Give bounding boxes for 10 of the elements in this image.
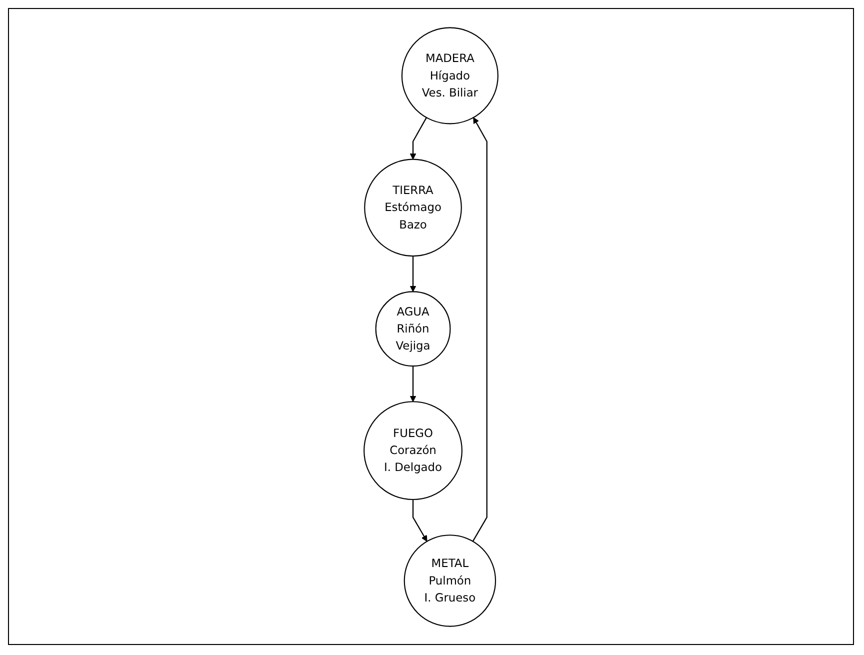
arrow xyxy=(410,256,416,292)
arrow xyxy=(412,499,428,542)
node-circle: FUEGO Corazón I. Delgado xyxy=(364,400,462,500)
arrow xyxy=(472,116,488,542)
node-circle: MADERA Hígado Ves. Biliar xyxy=(401,26,498,124)
node-circle: AGUA Riñón Vejiga xyxy=(375,290,451,366)
node-circle: METAL Pulmón I. Grueso xyxy=(404,534,496,626)
node-circle: TIERRA Estómago Bazo xyxy=(364,158,462,256)
arrow xyxy=(410,116,427,160)
arrow xyxy=(410,366,416,402)
